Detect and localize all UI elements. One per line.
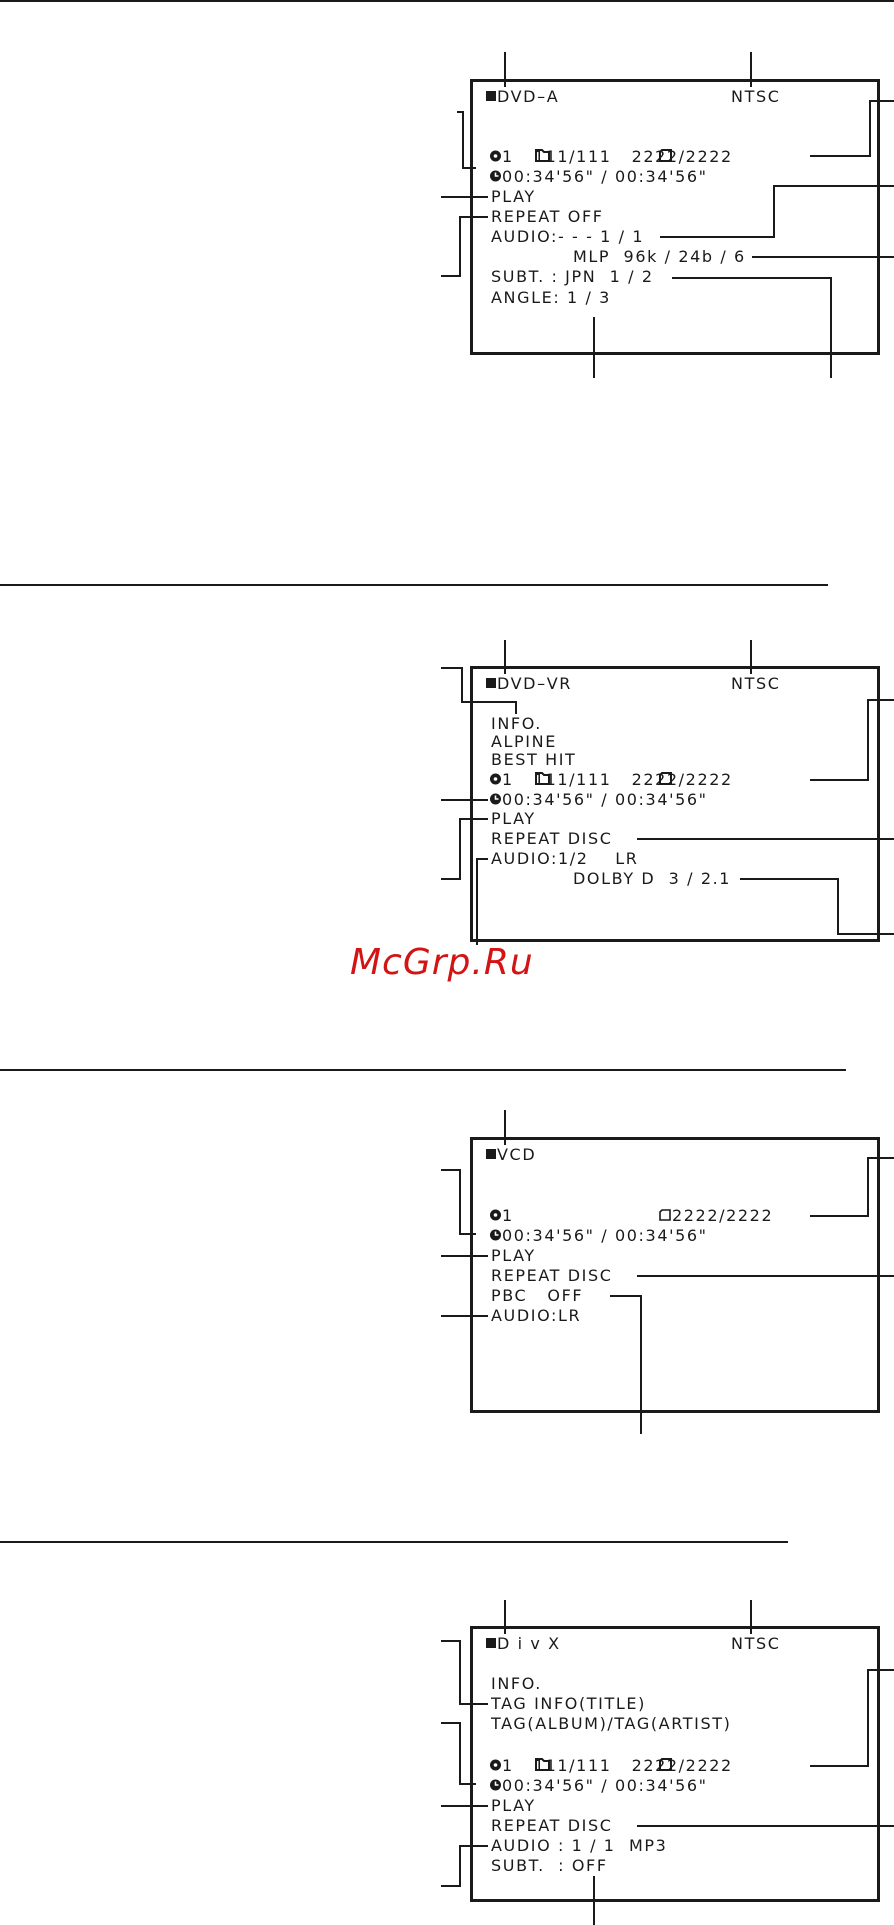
clock-icon: [489, 167, 502, 187]
vcd-play: PLAY: [491, 1246, 536, 1265]
dvd-a-play: PLAY: [491, 187, 536, 206]
vcd-disc: 1: [489, 1206, 514, 1226]
dvd-vr-audio: AUDIO:1/2 LR: [491, 849, 639, 868]
track-icon: [659, 149, 672, 1771]
dvd-a-system: NTSC: [731, 87, 781, 106]
dvd-vr-play: PLAY: [491, 809, 536, 828]
stop-square-icon: [486, 674, 497, 694]
vcd-format: VCD: [486, 1145, 536, 1165]
disc-icon: [489, 770, 502, 790]
divx-play: PLAY: [491, 1796, 536, 1815]
vcd-audio: AUDIO:LR: [491, 1306, 582, 1325]
divx-info: INFO.: [491, 1674, 542, 1693]
dvd-vr-audio-format: DOLBY D 3 / 2.1: [573, 869, 732, 888]
dvd-a-repeat: REPEAT OFF: [491, 207, 604, 226]
divx-format: D i v X: [486, 1634, 561, 1654]
dvd-a-time: 00:34'56" / 00:34'56": [489, 167, 708, 187]
dvd-vr-info: INFO.: [491, 714, 542, 733]
vcd-time: 00:34'56" / 00:34'56": [489, 1226, 708, 1246]
divx-group-track: 1 111/111 2222/2222: [489, 1756, 733, 1776]
dvd-vr-info-line1: ALPINE: [491, 732, 557, 751]
dvd-a-audio-format: MLP 96k / 24b / 6: [573, 247, 746, 266]
vcd-pbc: PBC OFF: [491, 1286, 584, 1305]
divx-time: 00:34'56" / 00:34'56": [489, 1776, 708, 1796]
dvd-a-format: DVD–A: [486, 87, 559, 107]
vcd-repeat: REPEAT DISC: [491, 1266, 613, 1285]
divx-tag-title: TAG INFO(TITLE): [491, 1694, 646, 1713]
disc-icon: [489, 147, 502, 167]
dvd-vr-info-line2: BEST HIT: [491, 750, 577, 769]
dvd-vr-repeat: REPEAT DISC: [491, 829, 613, 848]
divx-system: NTSC: [731, 1634, 781, 1653]
dvd-vr-time: 00:34'56" / 00:34'56": [489, 790, 708, 810]
clock-icon: [489, 1776, 502, 1796]
vcd-track: 2222/2222: [659, 1206, 773, 1226]
divx-audio: AUDIO : 1 / 1 MP3: [491, 1836, 668, 1855]
dvd-a-subtitle: SUBT. : JPN 1 / 2: [491, 267, 654, 286]
dvd-a-group-track: 1 111/111 2222/2222: [489, 147, 733, 167]
divx-tag-album-artist: TAG(ALBUM)/TAG(ARTIST): [491, 1714, 732, 1733]
disc-icon: [489, 1206, 502, 1226]
clock-icon: [489, 790, 502, 810]
clock-icon: [489, 1226, 502, 1246]
section-rule-dvd-vr: [0, 584, 828, 586]
disc-icon: [489, 1756, 502, 1776]
folder-icon: [535, 149, 550, 1771]
section-rule-top: [0, 0, 894, 2]
dvd-vr-format: DVD–VR: [486, 674, 572, 694]
divx-repeat: REPEAT DISC: [491, 1816, 613, 1835]
watermark-text: McGrp.Ru: [350, 942, 534, 983]
section-rule-vcd: [0, 1069, 846, 1071]
dvd-vr-group-track: 1 111/111 2222/2222: [489, 770, 733, 790]
section-rule-divx: [0, 1541, 788, 1543]
stop-square-icon: [486, 1145, 497, 1165]
track-icon: [659, 1206, 672, 1226]
dvd-a-angle: ANGLE: 1 / 3: [491, 288, 611, 307]
dvd-vr-system: NTSC: [731, 674, 781, 693]
stop-square-icon: [486, 1634, 497, 1654]
stop-square-icon: [486, 87, 497, 107]
dvd-a-audio: AUDIO:- - - 1 / 1: [491, 227, 645, 246]
divx-subtitle: SUBT. : OFF: [491, 1856, 608, 1875]
